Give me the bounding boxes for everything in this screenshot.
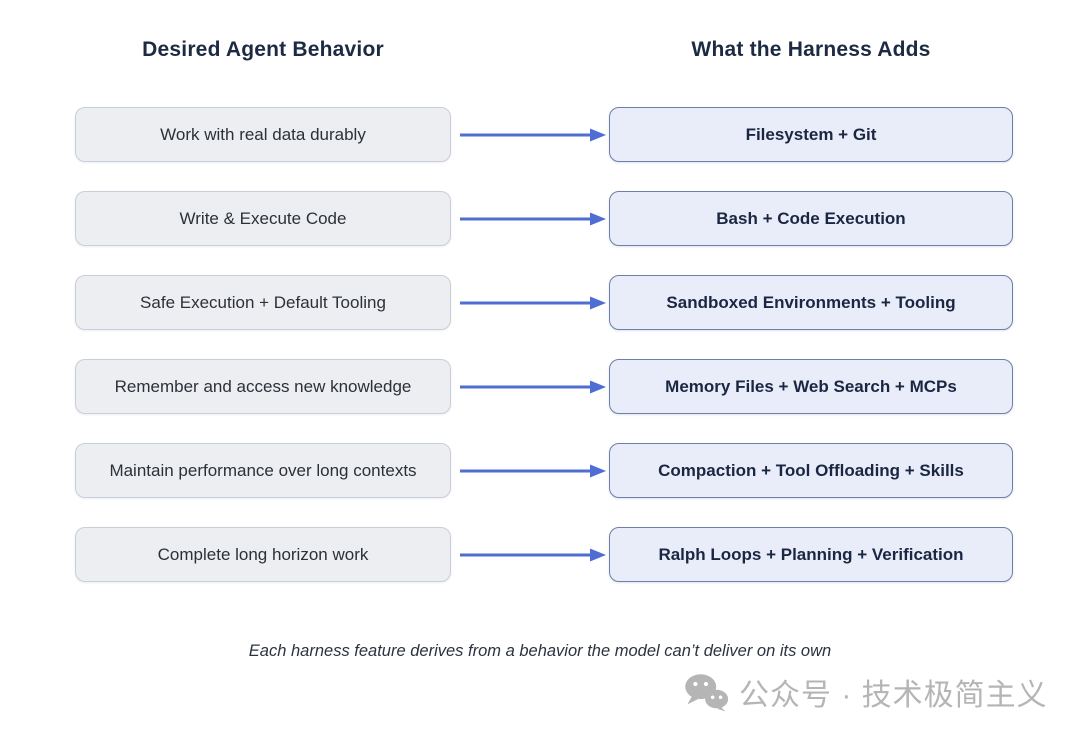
arrow-right-icon	[460, 296, 606, 309]
behavior-label: Remember and access new knowledge	[114, 376, 412, 396]
behavior-box: Maintain performance over long contexts	[75, 443, 451, 498]
behavior-label: Maintain performance over long contexts	[109, 460, 417, 480]
arrow-right-icon	[460, 464, 606, 477]
harness-label: Compaction + Tool Offloading + Skills	[658, 460, 964, 480]
diagram-row: Safe Execution + Default Tooling Sandbox…	[0, 275, 1080, 330]
diagram-row: Work with real data durably Filesystem +…	[0, 107, 1080, 162]
behavior-box: Remember and access new knowledge	[75, 359, 451, 414]
column-header-harness-adds: What the Harness Adds	[691, 38, 931, 61]
behavior-label: Complete long horizon work	[157, 544, 369, 564]
arrow-right-icon	[460, 128, 606, 141]
harness-label: Filesystem + Git	[745, 124, 877, 144]
harness-label: Bash + Code Execution	[716, 208, 906, 228]
harness-box: Filesystem + Git	[609, 107, 1013, 162]
harness-label: Ralph Loops + Planning + Verification	[658, 544, 964, 564]
diagram-row: Write & Execute Code Bash + Code Executi…	[0, 191, 1080, 246]
wechat-icon	[685, 674, 729, 712]
harness-box: Bash + Code Execution	[609, 191, 1013, 246]
harness-box: Ralph Loops + Planning + Verification	[609, 527, 1013, 582]
diagram-row: Complete long horizon work Ralph Loops +…	[0, 527, 1080, 582]
behavior-box: Complete long horizon work	[75, 527, 451, 582]
behavior-box: Safe Execution + Default Tooling	[75, 275, 451, 330]
behavior-label: Safe Execution + Default Tooling	[140, 292, 386, 312]
diagram-row: Maintain performance over long contexts …	[0, 443, 1080, 498]
harness-box: Compaction + Tool Offloading + Skills	[609, 443, 1013, 498]
watermark-text: 公众号 · 技术极简主义	[739, 679, 1048, 712]
footer-caption: Each harness feature derives from a beha…	[248, 642, 832, 660]
watermark: 公众号 · 技术极简主义	[683, 668, 1048, 716]
behavior-box: Write & Execute Code	[75, 191, 451, 246]
harness-label: Sandboxed Environments + Tooling	[666, 292, 956, 312]
behavior-label: Work with real data durably	[160, 124, 366, 144]
arrow-right-icon	[460, 212, 606, 225]
behavior-label: Write & Execute Code	[179, 208, 347, 228]
harness-label: Memory Files + Web Search + MCPs	[665, 376, 957, 396]
column-header-desired-behavior: Desired Agent Behavior	[142, 38, 384, 61]
harness-box: Memory Files + Web Search + MCPs	[609, 359, 1013, 414]
diagram-row: Remember and access new knowledge Memory…	[0, 359, 1080, 414]
arrow-right-icon	[460, 380, 606, 393]
behavior-box: Work with real data durably	[75, 107, 451, 162]
harness-box: Sandboxed Environments + Tooling	[609, 275, 1013, 330]
arrow-right-icon	[460, 548, 606, 561]
